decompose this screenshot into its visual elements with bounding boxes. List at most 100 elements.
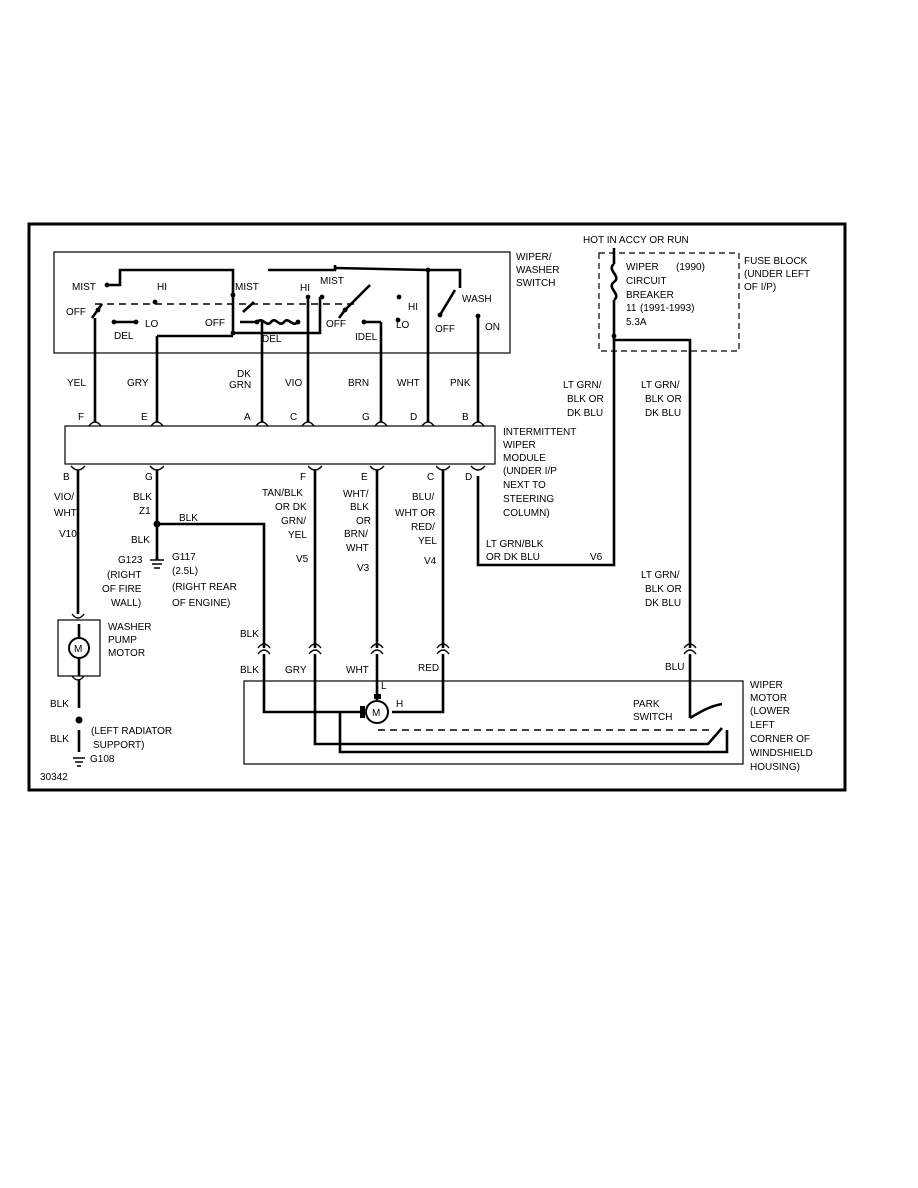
wire-color-pnk: PNK [450, 378, 471, 389]
pin-f: F [300, 472, 306, 483]
switch-pos-wash: WASH [462, 294, 492, 305]
wire-label-v3: BLK [350, 502, 369, 513]
wire-label-v6: V6 [590, 552, 603, 563]
ground-label: (2.5L) [172, 566, 198, 577]
module-label: STEERING [503, 494, 554, 505]
wire-label-v3: BRN/ [344, 529, 368, 540]
feed-wire-label: DK BLU [567, 408, 603, 419]
wire-label-v4: V4 [424, 556, 437, 567]
splice-point [75, 716, 83, 724]
switch-pos-del: IDEL [355, 332, 378, 343]
wire-label-z1: Z1 [139, 506, 151, 517]
wiper-washer-switch: WIPER/ WASHER SWITCH MIST HI OFF LO DEL … [53, 251, 560, 354]
switch-pos-mist: MIST [72, 282, 96, 293]
ground-label: OF FIRE [102, 584, 142, 595]
splice-point [153, 520, 161, 528]
pump-label: PUMP [108, 635, 137, 646]
module-label: (UNDER I/P [503, 466, 557, 477]
wiper-motor-label: (LOWER [750, 706, 790, 717]
ground-label: OF ENGINE) [172, 598, 230, 609]
module-label: WIPER [503, 440, 536, 451]
wire-label-red: RED [418, 663, 439, 674]
wire-color-dk: DK [237, 369, 251, 380]
pump-motor-m: M [74, 644, 82, 655]
wire-label-v5: YEL [288, 530, 307, 541]
feed-wire-label: LT GRN/ [641, 380, 680, 391]
washer-pump-motor: M WASHER PUMP MOTOR BLK BLK (LEFT RADIAT… [40, 613, 172, 783]
park-switch-label: SWITCH [633, 712, 672, 723]
feed-wire-label: DK BLU [645, 408, 681, 419]
wiper-motor: WIPER MOTOR (LOWER LEFT CORNER OF WINDSH… [243, 654, 813, 773]
module-label: INTERMITTENT [503, 427, 576, 438]
switch-pos-mist: MIST [320, 276, 344, 287]
pin-c: C [290, 412, 297, 423]
wire-label-v3: OR [356, 516, 371, 527]
wire-label-z1: BLK [133, 492, 152, 503]
wire-label-blk: BLK [240, 665, 259, 676]
feed-wire-label: BLK OR [645, 584, 682, 595]
wire-color-brn: BRN [348, 378, 369, 389]
wire-label-v5: OR DK [275, 502, 307, 513]
ground-g123-g117: G123 (RIGHT OF FIRE WALL) G117 (2.5L) (R… [102, 552, 237, 609]
circuit-breaker-year: (1990) [676, 262, 705, 273]
circuit-breaker-name: CIRCUIT [626, 276, 667, 287]
ground-label: G123 [118, 555, 143, 566]
pump-label: MOTOR [108, 648, 145, 659]
figure-id: 30342 [40, 772, 68, 783]
wiper-motor-symbol [365, 700, 389, 724]
pin-g: G [145, 472, 153, 483]
switch-pos-hi: HI [408, 302, 418, 313]
wire-label-v5: V5 [296, 554, 309, 565]
circuit-breaker-number: 11 [626, 303, 637, 314]
switch-pos-lo: LO [396, 320, 410, 331]
wire-label-gry: GRY [285, 665, 307, 676]
switch-pos-off: OFF [66, 307, 86, 318]
circuit-breaker-rating: 5.3A [626, 317, 647, 328]
switch-pos-hi: HI [300, 283, 310, 294]
upper-harness: YEL GRY DK GRN VIO BRN WHT PNK F E A C G… [67, 297, 692, 648]
pin-e: E [361, 472, 368, 483]
feed-wire-label: BLK OR [645, 394, 682, 405]
ground-label: SUPPORT) [93, 740, 145, 751]
switch-pos-lo: LO [145, 319, 159, 330]
module-label: NEXT TO [503, 480, 546, 491]
pin-c: C [427, 472, 434, 483]
feed-wire-label: LT GRN/ [641, 570, 680, 581]
switch-pos-off: OFF [326, 319, 346, 330]
wire-label-blk: BLK [50, 734, 69, 745]
intermittent-wiper-module: INTERMITTENT WIPER MODULE (UNDER I/P NEX… [64, 425, 576, 519]
wiper-motor-m: M [372, 708, 380, 719]
ground-label: G117 [172, 552, 196, 563]
feed-wire-label: BLK OR [567, 394, 604, 405]
diagram-frame [27, 222, 847, 792]
switch-name-2: WASHER [516, 265, 560, 276]
motor-terminal-h: H [396, 699, 403, 710]
switch-contact [395, 317, 401, 323]
switch-name-1: WIPER/ [516, 252, 552, 263]
motor-terminal-l: L [381, 681, 387, 692]
pin-a: A [244, 412, 251, 423]
wire-color-gry: GRY [127, 378, 149, 389]
ground-label: (LEFT RADIATOR [91, 726, 172, 737]
wire-label-v10: V10 [59, 529, 77, 540]
motor-brush [360, 706, 365, 718]
switch-pos-del: DEL [114, 331, 134, 342]
fuse-block: HOT IN ACCY OR RUN WIPER (1990) CIRCUIT … [583, 235, 810, 352]
wire-label-v5: TAN/BLK [262, 488, 303, 499]
wire-label-blk: BLK [50, 699, 69, 710]
wire-label-v10: WHT [54, 508, 77, 519]
wiper-motor-label: WINDSHIELD [750, 748, 813, 759]
switch-pos-on: ON [485, 322, 500, 333]
pin-e: E [141, 412, 148, 423]
fuse-block-label: FUSE BLOCK [744, 256, 808, 267]
switch-pos-mist: MIST [235, 282, 259, 293]
module-lower-connectors: B G F E C D [63, 465, 486, 483]
wire-label-blu: BLU [665, 662, 684, 673]
switch-pos-hi: HI [157, 282, 167, 293]
wiper-motor-label: LEFT [750, 720, 774, 731]
fuse-block-label: OF I/P) [744, 282, 776, 293]
wiper-motor-label: WIPER [750, 680, 783, 691]
ground-label: (RIGHT [107, 570, 141, 581]
fuse-block-label: (UNDER LEFT [744, 269, 810, 280]
